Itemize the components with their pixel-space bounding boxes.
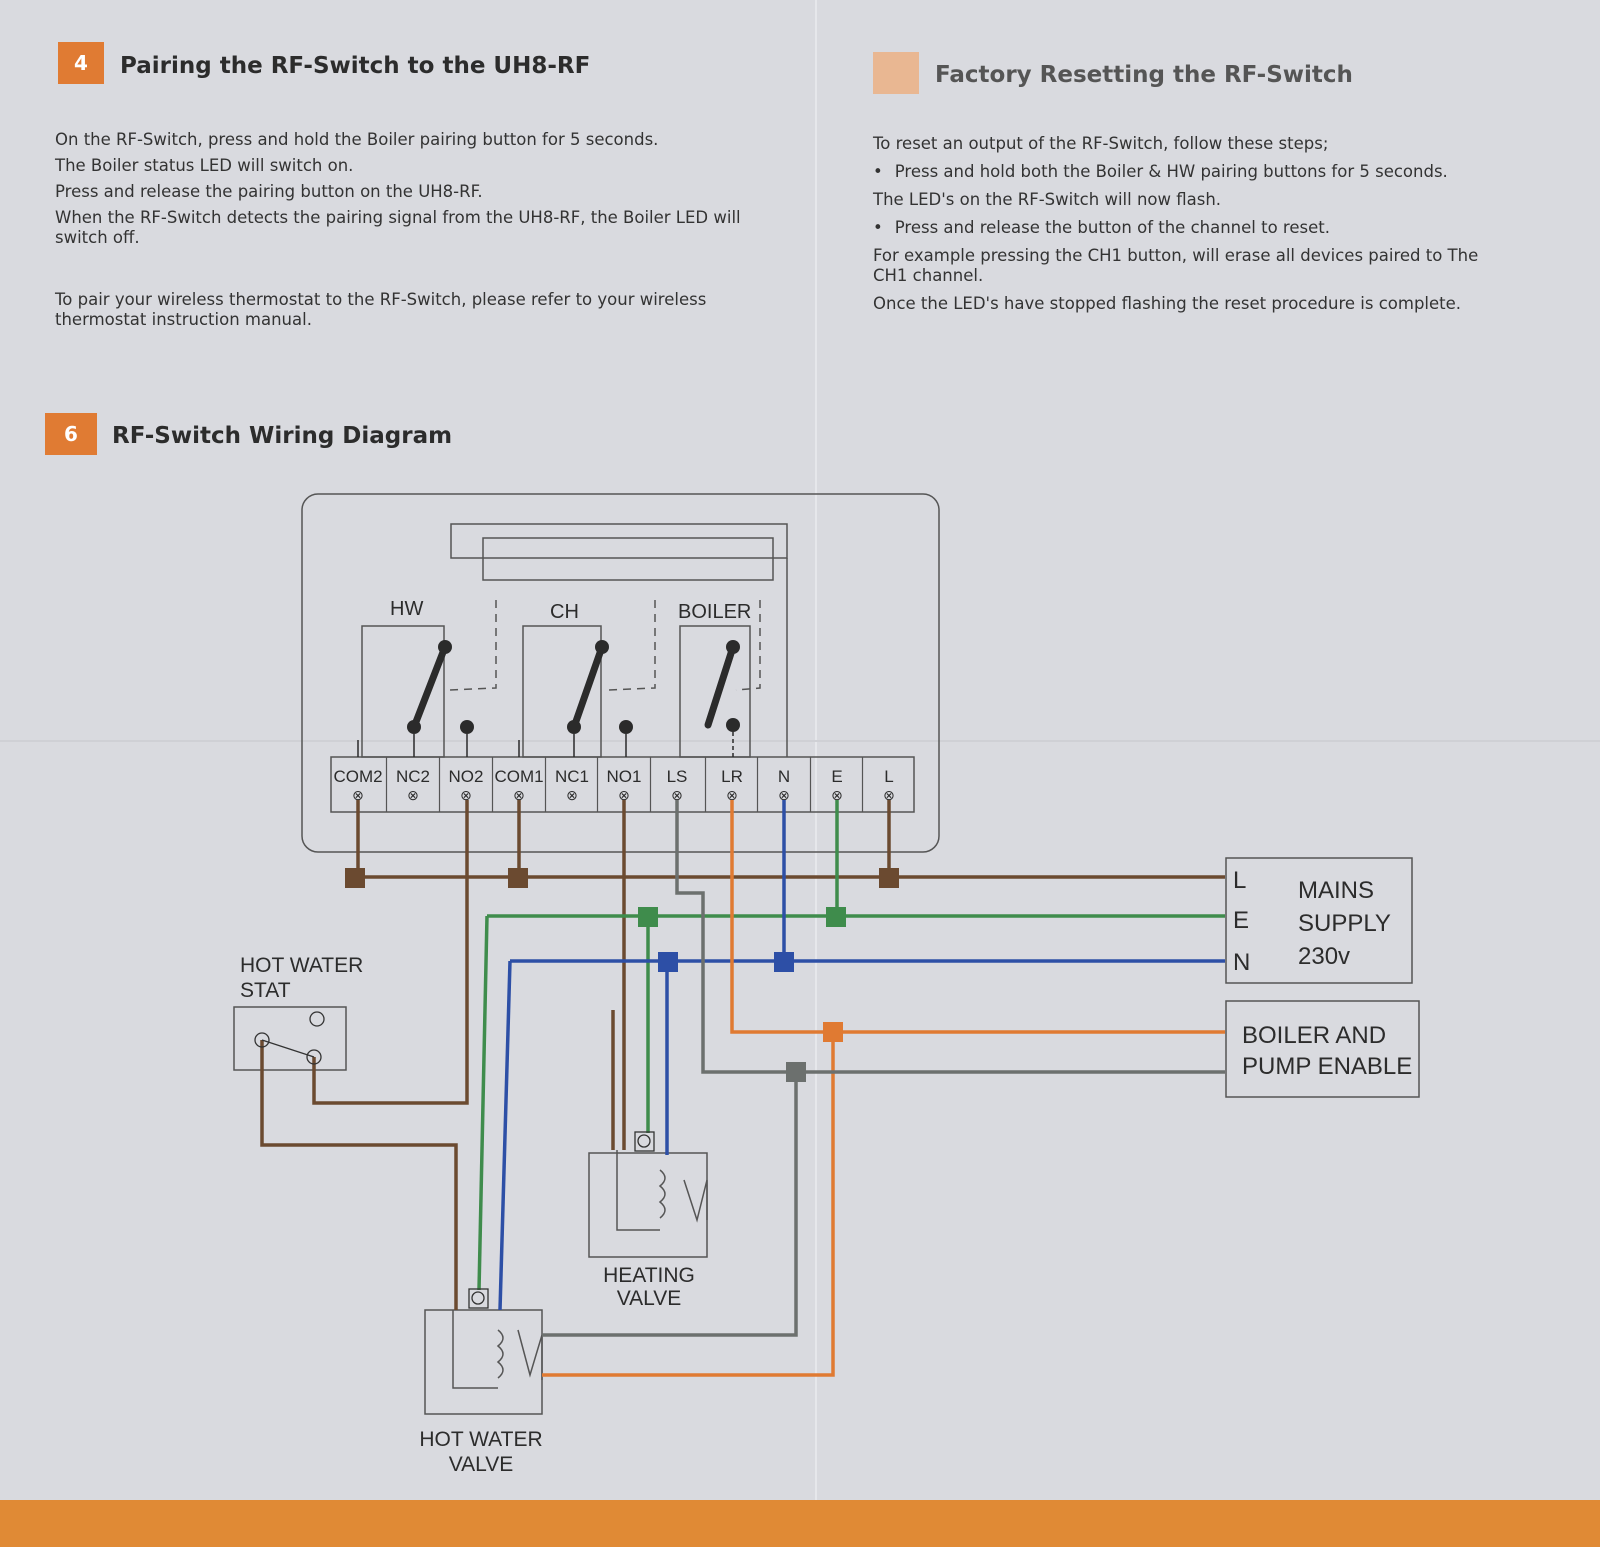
paragraph: To pair your wireless thermostat to the … <box>55 290 707 329</box>
terminal-screw-icon: ⊗ <box>566 787 578 803</box>
terminal-screw-icon: ⊗ <box>831 787 843 803</box>
hot-water-stat-label: HOT WATER <box>240 954 363 977</box>
mains-line-l: L <box>1233 867 1246 894</box>
terminal-screw-icon: ⊗ <box>671 787 683 803</box>
section-6-badge: 6 <box>45 413 97 455</box>
section-5-badge <box>873 52 919 94</box>
heating-valve-label: HEATING <box>603 1264 695 1287</box>
hot-water-valve-box <box>424 1309 543 1415</box>
terminal-label-com1: COM1 <box>494 767 543 786</box>
paragraph: For example pressing the CH1 button, wil… <box>873 246 1479 285</box>
live-wires <box>260 800 1225 1310</box>
boiler-enable-label: PUMP ENABLE <box>1242 1053 1412 1080</box>
section-5-title: Factory Resetting the RF-Switch <box>935 62 1353 88</box>
hot-water-stat-box <box>233 1006 347 1071</box>
paragraph: The LED's on the RF-Switch will now flas… <box>873 190 1222 209</box>
hot-water-stat-label: STAT <box>240 979 291 1002</box>
relay-label-boiler: BOILER <box>678 601 751 623</box>
paragraph: When the RF-Switch detects the pairing s… <box>55 208 741 247</box>
terminal-label-no2: NO2 <box>449 767 484 786</box>
switched-live-wires <box>542 800 1225 1377</box>
section-5-body: To reset an output of the RF-Switch, fol… <box>873 134 1483 324</box>
section-4-badge: 4 <box>58 42 104 84</box>
paragraph: To reset an output of the RF-Switch, fol… <box>873 134 1329 153</box>
pump-enable-return-wires <box>542 800 1225 1337</box>
rf-switch-enclosure <box>301 493 940 853</box>
terminal-screw-icon: ⊗ <box>460 787 472 803</box>
terminal-screw-icon: ⊗ <box>352 787 364 803</box>
wire-junctions <box>345 868 899 1082</box>
mains-line-n: N <box>1233 949 1250 976</box>
relay-hw-box <box>361 625 445 758</box>
terminal-screw-icon: ⊗ <box>726 787 738 803</box>
footer-band <box>0 1500 1600 1547</box>
page-fold-horizontal <box>0 740 1600 742</box>
bullet-item: Press and release the button of the chan… <box>873 218 1483 238</box>
hot-water-valve-label: VALVE <box>449 1453 514 1476</box>
mains-label: MAINS <box>1298 877 1374 904</box>
terminal-label-nc2: NC2 <box>396 767 430 786</box>
terminal-screw-icon: ⊗ <box>778 787 790 803</box>
section-4-body: On the RF-Switch, press and hold the Boi… <box>55 130 745 340</box>
mains-label: SUPPLY <box>1298 910 1391 937</box>
terminal-label-e: E <box>831 767 842 786</box>
neutral-wires <box>498 800 1225 1311</box>
section-6-title: RF-Switch Wiring Diagram <box>112 423 453 449</box>
hot-water-valve-label: HOT WATER <box>419 1428 542 1451</box>
paragraph: On the RF-Switch, press and hold the Boi… <box>55 130 659 149</box>
relay-label-hw: HW <box>390 598 423 620</box>
terminal-screw-icon: ⊗ <box>513 787 525 803</box>
paragraph: Once the LED's have stopped flashing the… <box>873 294 1462 313</box>
page-fold-vertical <box>815 0 817 1547</box>
bullet-item: Press and hold both the Boiler & HW pair… <box>873 162 1483 182</box>
terminal-label-no1: NO1 <box>607 767 642 786</box>
boiler-enable-label: BOILER AND <box>1242 1022 1386 1049</box>
device-terminals <box>254 1011 655 1309</box>
paragraph: The Boiler status LED will switch on. <box>55 156 354 175</box>
relay-contacts <box>410 643 737 731</box>
terminal-label-n: N <box>778 767 790 786</box>
terminal-label-ls: LS <box>667 767 688 786</box>
section-4-title: Pairing the RF-Switch to the UH8-RF <box>120 53 591 79</box>
terminal-label-lr: LR <box>721 767 743 786</box>
terminal-screw-icon: ⊗ <box>407 787 419 803</box>
heating-valve-label: VALVE <box>617 1287 682 1310</box>
terminal-label-com2: COM2 <box>333 767 382 786</box>
terminal-label-l: L <box>884 767 893 786</box>
boiler-enable-box <box>1225 1000 1420 1098</box>
terminal-screw-icon: ⊗ <box>883 787 895 803</box>
terminal-screw-icon: ⊗ <box>618 787 630 803</box>
relay-bar-inner <box>482 537 774 581</box>
terminal-label-nc1: NC1 <box>555 767 589 786</box>
mains-label: 230v <box>1298 943 1350 970</box>
relay-label-ch: CH <box>550 601 579 623</box>
heating-valve-box <box>588 1152 708 1258</box>
mains-supply-box <box>1225 857 1413 984</box>
paragraph: Press and release the pairing button on … <box>55 182 483 201</box>
earth-wires <box>477 800 1225 1291</box>
relay-bar-outer <box>450 523 788 559</box>
mains-line-e: E <box>1233 907 1249 934</box>
